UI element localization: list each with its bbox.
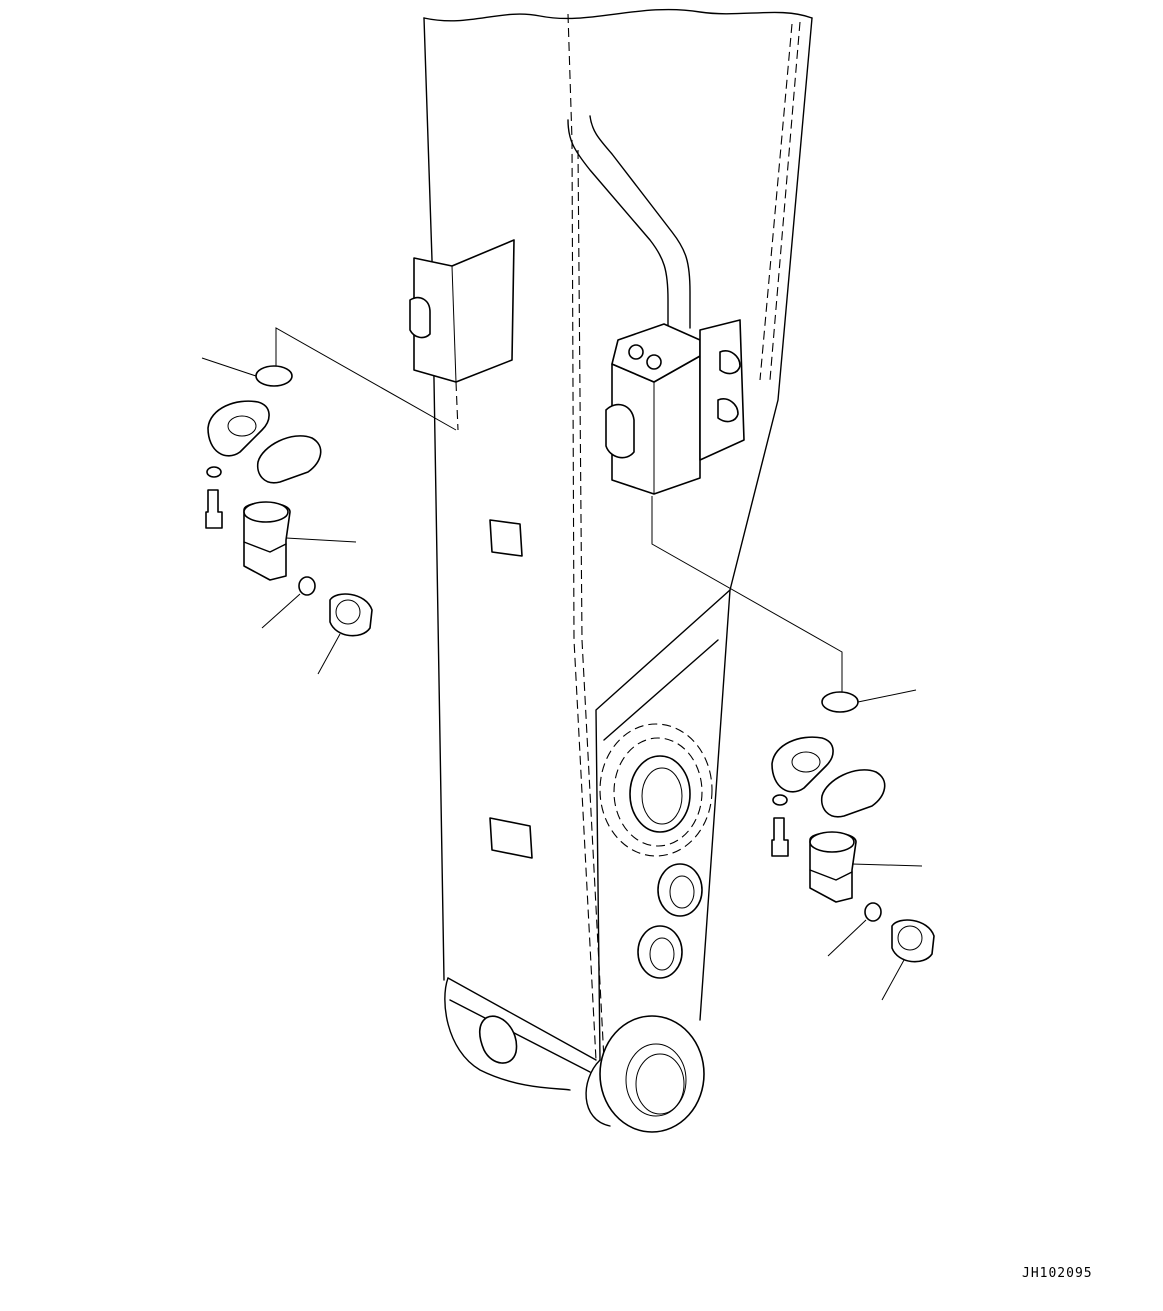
plug-right	[891, 919, 935, 963]
arm-structure	[423, 8, 813, 1133]
split-flange-left-b	[256, 435, 322, 484]
plug-left	[329, 593, 373, 637]
split-flange-right-a	[771, 736, 834, 793]
drawing-code: JH102095	[1022, 1266, 1093, 1281]
leader-left-assembly	[275, 327, 457, 431]
washer-left	[206, 466, 222, 478]
right-exploded-parts	[771, 689, 935, 1001]
o-ring-right-small	[864, 902, 882, 922]
o-ring-right-upper	[821, 691, 859, 713]
bolt-right	[771, 817, 789, 857]
split-flange-left-a	[207, 400, 270, 457]
split-flange-right-b	[820, 769, 886, 818]
o-ring-left-small	[298, 576, 316, 596]
o-ring-left-upper	[255, 365, 293, 387]
bolt-left	[205, 489, 223, 529]
left-exploded-parts	[201, 357, 373, 675]
washer-right	[772, 794, 788, 806]
left-valve-block	[409, 239, 515, 431]
leader-right-assembly	[651, 496, 843, 696]
right-valve-block	[605, 319, 745, 495]
